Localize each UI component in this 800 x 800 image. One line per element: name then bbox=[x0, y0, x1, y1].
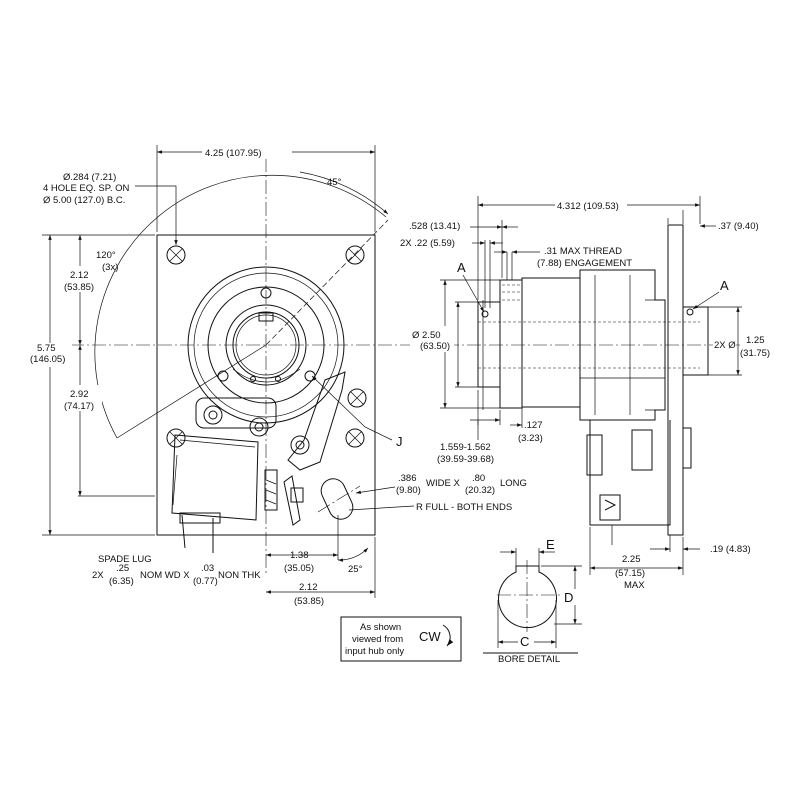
bore-detail: E D C BORE DETAIL bbox=[483, 537, 582, 665]
dim-center-to-slot-mm-text: (35.05) bbox=[284, 563, 314, 574]
dim-pilot-dia-text: 1.25 bbox=[746, 335, 765, 346]
slot-width-mm-text: (9.80) bbox=[396, 485, 421, 496]
lever-arm bbox=[283, 371, 346, 526]
dim-overall-length-text: 4.312 (109.53) bbox=[557, 201, 619, 212]
dim-height-text: 5.75 bbox=[37, 343, 56, 354]
dim-center-to-bottom-text: 2.92 bbox=[70, 389, 89, 400]
dim-max-depth-text: 2.25 bbox=[622, 554, 641, 565]
label-d: D bbox=[564, 590, 573, 605]
label-e: E bbox=[546, 537, 555, 552]
input-hub bbox=[477, 301, 501, 388]
dim-center-to-right-mm-text: (53.85) bbox=[294, 596, 324, 607]
slot-wide-x-text: WIDE X bbox=[426, 478, 460, 489]
dim-top-to-center-text: 2.12 bbox=[70, 270, 89, 281]
slot-length-mm-text: (20.32) bbox=[465, 485, 495, 496]
dim-hub-length-mm-text: (39.59-39.68) bbox=[437, 454, 494, 465]
bolt-circle-arc bbox=[94, 174, 387, 439]
dim-max-label-text: MAX bbox=[624, 580, 645, 591]
spade-thk-mm-text: (0.77) bbox=[193, 576, 218, 587]
armature-assembly bbox=[187, 266, 345, 424]
slot bbox=[317, 478, 361, 520]
hole-note-text: 4 HOLE EQ. SP. ON bbox=[43, 183, 130, 194]
dim-center-to-bottom-mm-text: (74.17) bbox=[64, 401, 94, 412]
dim-center-to-right-text: 2.12 bbox=[299, 582, 318, 593]
mounting-hole-bottom-right bbox=[345, 428, 365, 448]
slot-length-text: .80 bbox=[472, 473, 485, 484]
bolt-circle-text: Ø 5.00 (127.0) B.C. bbox=[43, 195, 125, 206]
spade-lug-text: SPADE LUG bbox=[98, 554, 152, 565]
spade-qty-text: 2X bbox=[92, 570, 104, 581]
label-a-right: A bbox=[720, 278, 729, 293]
angle-25-arc bbox=[337, 547, 369, 562]
dim-thread-engagement-text: (7.88) ENGAGEMENT bbox=[537, 258, 632, 269]
dim-width-text: 4.25 (107.95) bbox=[205, 148, 262, 159]
dim-height-mm-text: (146.05) bbox=[30, 354, 65, 365]
spade-width-text: .25 bbox=[116, 563, 129, 574]
dim-pilot-qty-dia-text: 2X Ø bbox=[714, 340, 736, 351]
angle-25-text: 25° bbox=[348, 564, 363, 575]
bore-detail-caption: BORE DETAIL bbox=[498, 654, 560, 665]
label-j: J bbox=[396, 434, 403, 449]
angle-45-arc bbox=[299, 171, 389, 215]
angle-120-qty-text: (3x) bbox=[102, 262, 118, 273]
dim-hub-dia-text: Ø 2.50 bbox=[412, 330, 441, 341]
cw-arrow-icon bbox=[442, 624, 454, 647]
mounting-hole-right-mid bbox=[347, 388, 367, 408]
angle-45-text: 45° bbox=[327, 177, 342, 188]
dim-flange-thk-text: .37 (9.40) bbox=[718, 221, 759, 232]
dim-thread-depth-text: .31 MAX THREAD bbox=[544, 246, 622, 257]
slot-radius-text: R FULL - BOTH ENDS bbox=[416, 502, 512, 513]
note-line2: viewed from bbox=[352, 634, 403, 645]
dim-shoulder-mm-text: (3.23) bbox=[518, 433, 543, 444]
flange-plate bbox=[667, 224, 684, 536]
spade-nom-wd-text: NOM WD X bbox=[140, 570, 190, 581]
leader-j bbox=[311, 375, 393, 441]
spade-thk-text: .03 bbox=[201, 563, 214, 574]
front-view: J 4.25 (107.95) Ø.284 (7.21) 4 HOLE EQ. … bbox=[28, 145, 527, 607]
dim-pilot-dia-mm-text: (31.75) bbox=[740, 348, 770, 359]
dim-center-to-slot-text: 1.38 bbox=[290, 550, 309, 561]
mounting-hole-top-right bbox=[345, 245, 365, 265]
note-line3: input hub only bbox=[345, 646, 404, 657]
angle-120-text: 120° bbox=[96, 250, 116, 261]
dim-hub-length-text: 1.559-1.562 bbox=[440, 442, 491, 453]
note-line1: As shown bbox=[360, 622, 401, 633]
note-direction: CW bbox=[419, 629, 441, 644]
dim-flange-offset-text: .19 (4.83) bbox=[710, 544, 751, 555]
mounting-hole-top-left bbox=[166, 245, 186, 265]
rotation-note-box: As shown viewed from input hub only CW bbox=[340, 616, 462, 662]
dim-top-to-center-mm-text: (53.85) bbox=[64, 282, 94, 293]
lower-housing bbox=[589, 420, 671, 526]
dim-max-depth-mm-text: (57.15) bbox=[615, 568, 645, 579]
hole-dia-text: Ø.284 (7.21) bbox=[63, 172, 116, 183]
dim-shoulder-text: .127 bbox=[524, 420, 543, 431]
dim-hub-dia-mm-text: (63.50) bbox=[420, 341, 450, 352]
slot-long-text: LONG bbox=[500, 478, 527, 489]
label-a-left: A bbox=[457, 260, 466, 275]
spade-non-thk-text: NON THK bbox=[218, 570, 261, 581]
slot-width-text: .386 bbox=[398, 473, 417, 484]
bore-profile bbox=[498, 565, 557, 629]
mounting-hole-bottom-left bbox=[166, 428, 186, 448]
label-c: C bbox=[520, 634, 529, 649]
spade-width-mm-text: (6.35) bbox=[109, 576, 134, 587]
side-view: A A 4.312 (109.53) .37 (9.40) .528 (13.4… bbox=[400, 196, 770, 591]
dim-hole-size-text: 2X .22 (5.59) bbox=[400, 238, 455, 249]
solenoid-coil bbox=[171, 397, 278, 553]
dim-hub-offset-text: .528 (13.41) bbox=[409, 221, 460, 232]
hole-leader bbox=[135, 185, 178, 245]
